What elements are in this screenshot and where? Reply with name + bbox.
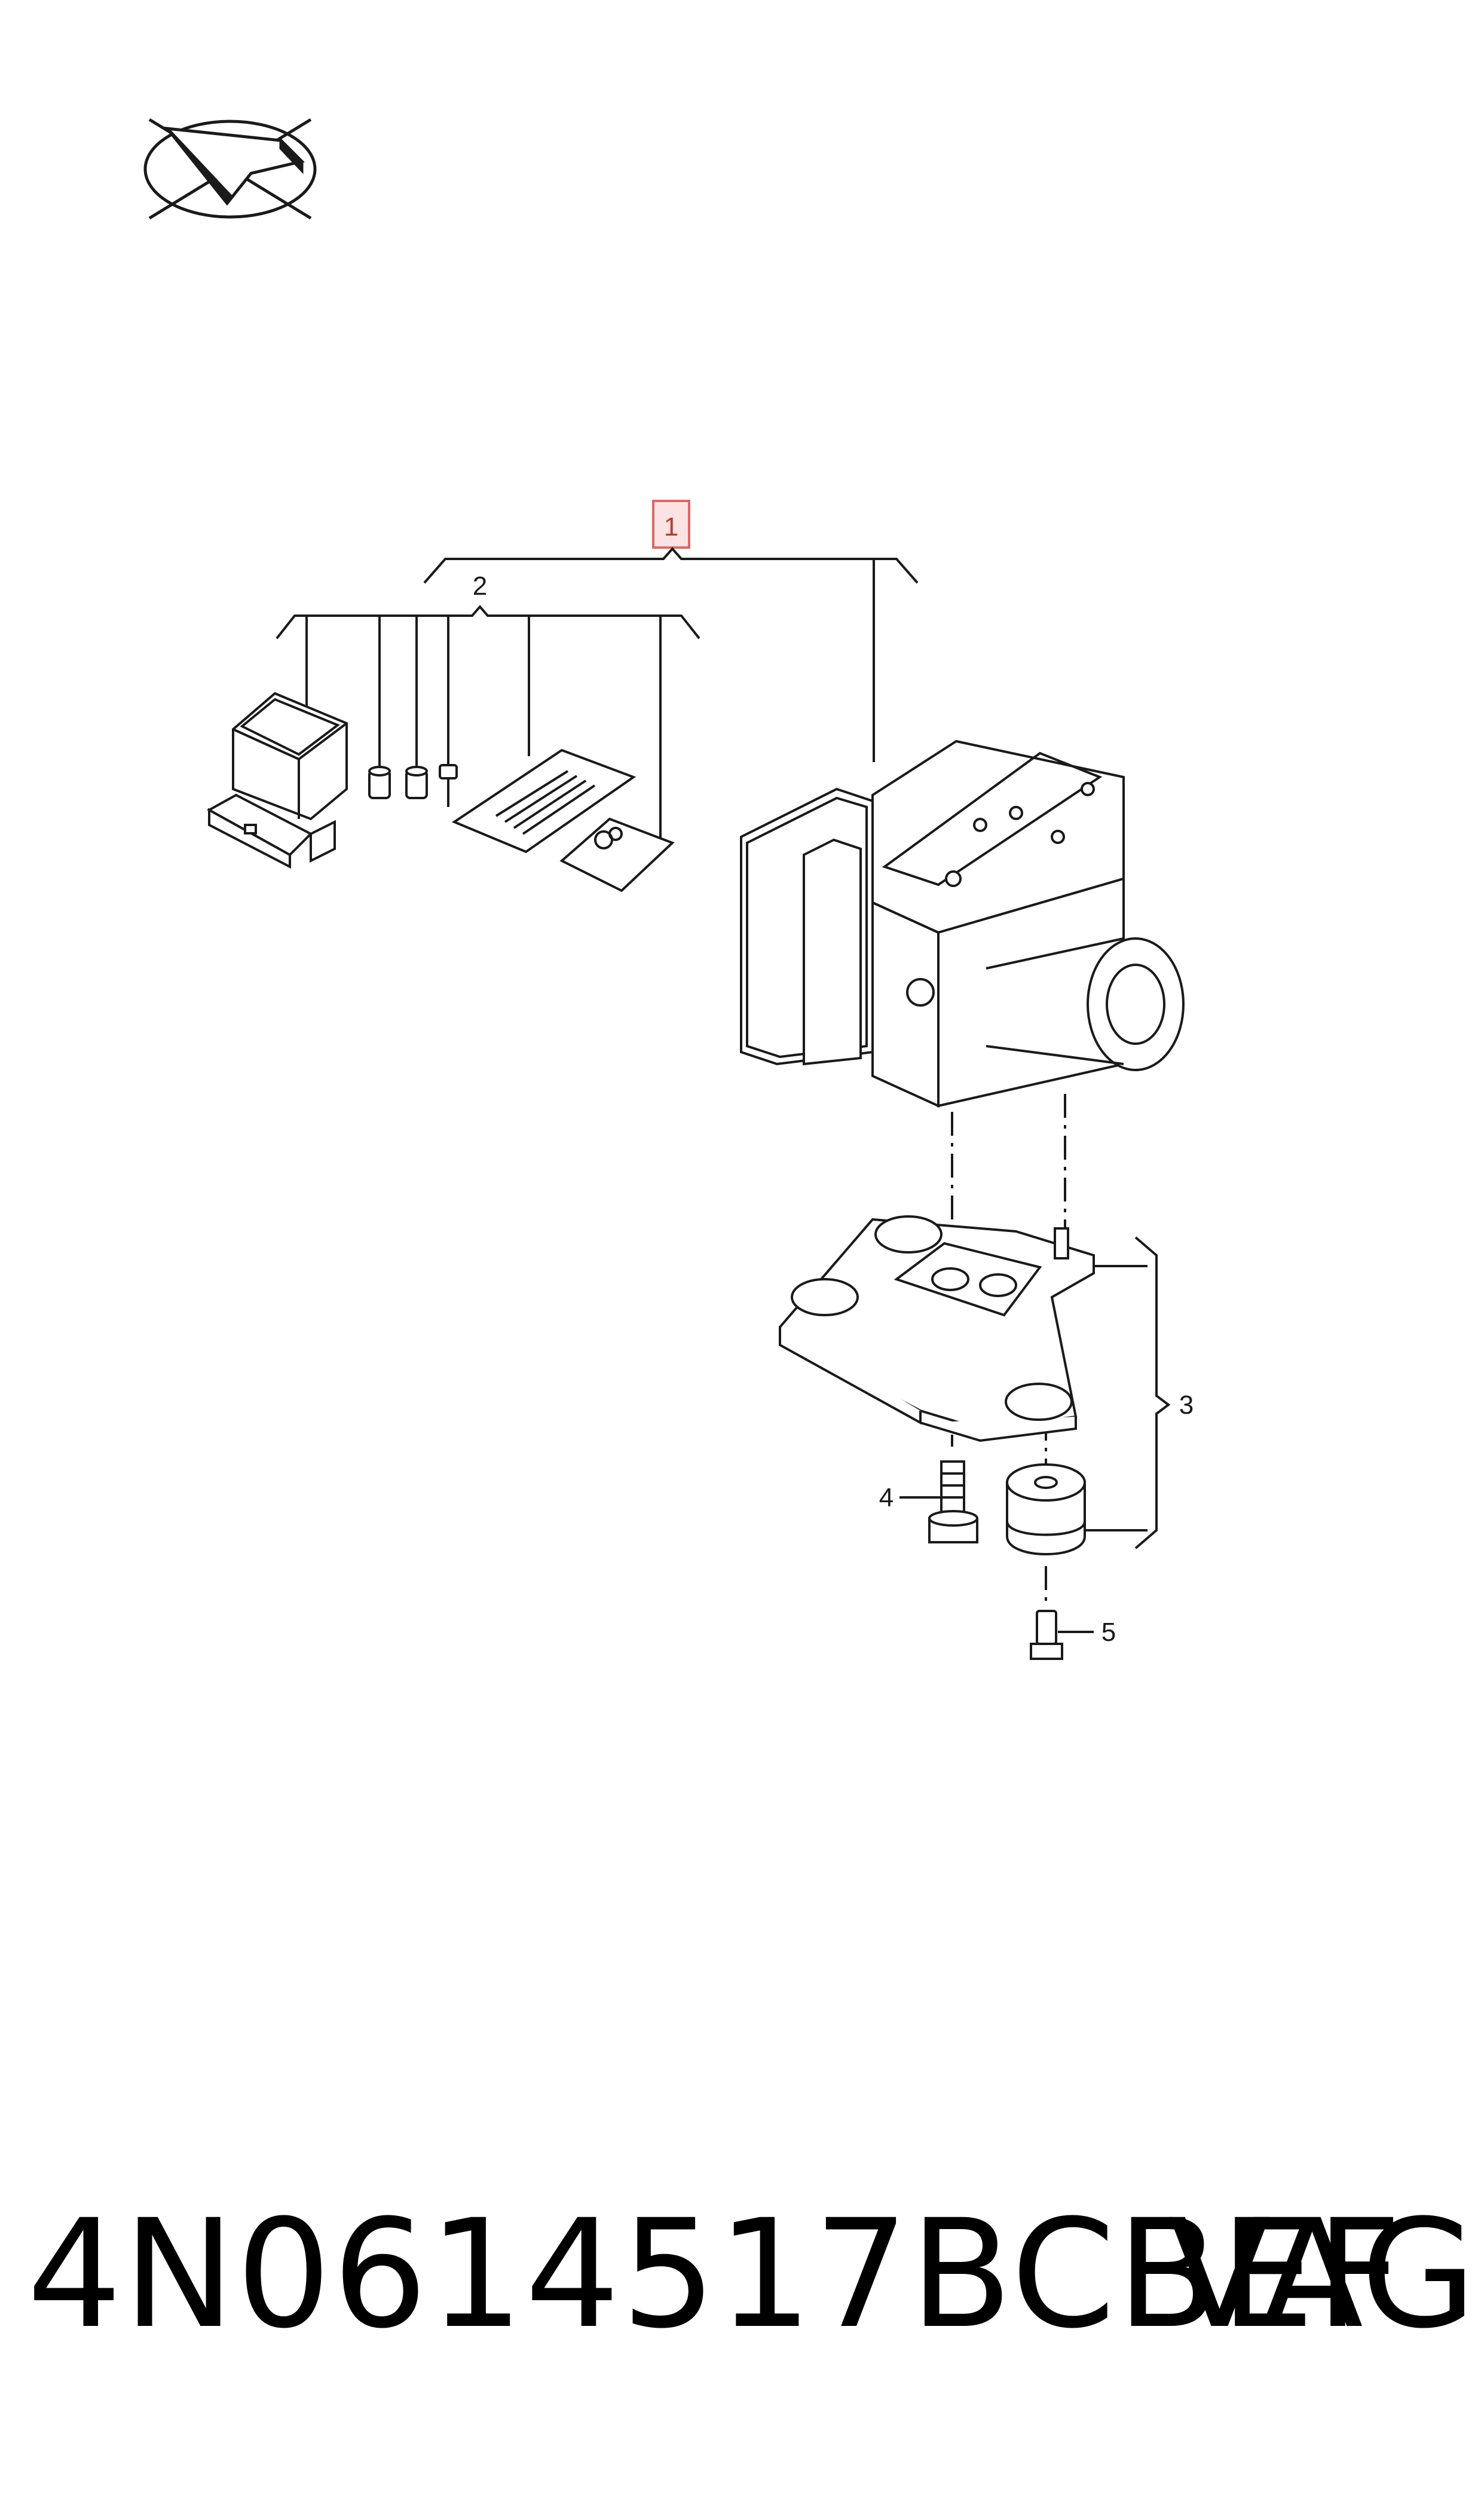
bracket-1: [423, 546, 919, 762]
manufacturer-name: VAG: [1168, 2187, 1477, 2361]
rubber-mount-drawing: [1006, 1463, 1086, 1555]
fastener-1-drawing: [368, 766, 391, 799]
bracket-2: [276, 604, 700, 840]
part-number: 4N0614517BCBEF: [27, 2187, 1403, 2361]
bolt-drawing: [928, 1460, 978, 1543]
callout-3: 3: [1179, 1390, 1194, 1420]
exploded-parts-diagram: 1 2: [143, 118, 1194, 1660]
bracket-3: [1082, 1236, 1171, 1549]
pin-drawing: [1030, 1610, 1063, 1660]
mounting-bracket-drawing: [778, 1215, 1095, 1442]
callout-4: 4: [879, 1483, 894, 1512]
control-module-drawing: [206, 692, 348, 869]
screw-drawing: [439, 764, 458, 807]
callout-2: 2: [473, 571, 487, 601]
instruction-sheet-drawing: [451, 748, 637, 854]
callout-5: 5: [1101, 1618, 1116, 1647]
fastener-2-drawing: [405, 766, 428, 799]
callout-1-highlight: [652, 500, 690, 549]
abs-hydraulic-unit-drawing: [740, 739, 1185, 1108]
part-number-footer: 4N0614517BCBEF VAG: [0, 2176, 1484, 2373]
callout-1: 1: [664, 512, 678, 542]
parts-bag-drawing: [559, 817, 675, 892]
direction-logo-icon: [143, 118, 317, 220]
